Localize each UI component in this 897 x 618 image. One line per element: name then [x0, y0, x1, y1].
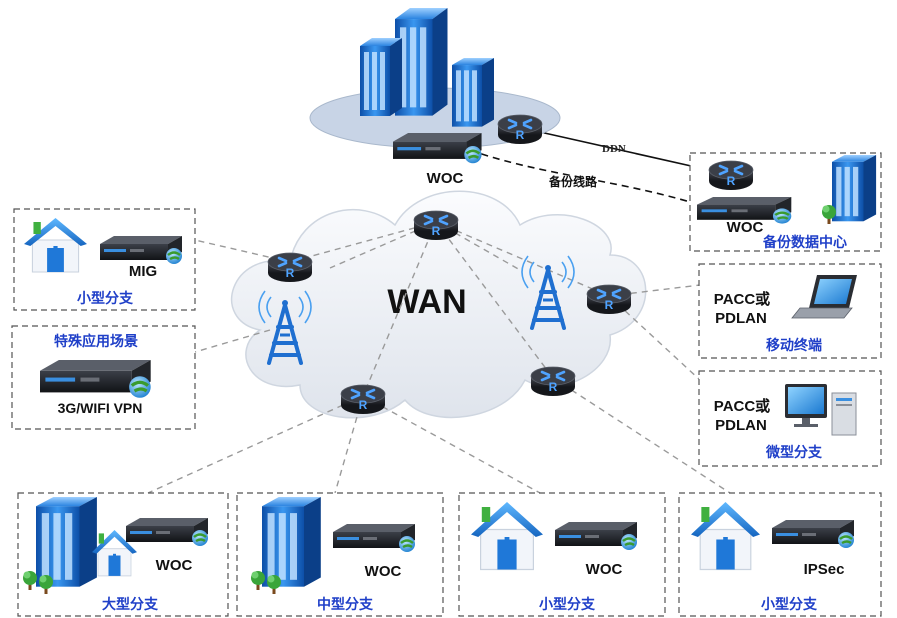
wan-cloud: WAN — [231, 190, 647, 419]
small-branch-ipsec-title: 小型分支 — [761, 596, 818, 613]
3g-wifi-vpn-label: 3G/WIFI VPN — [58, 400, 143, 416]
wan-router-left-icon — [266, 251, 314, 284]
large-woc-label: WOC — [156, 557, 193, 574]
laptop-icon — [791, 275, 857, 319]
medium-woc-server-icon — [331, 522, 417, 554]
small-branch-woc: WOC 小型分支 — [470, 501, 639, 613]
small-branch-woc-title: 小型分支 — [539, 596, 596, 613]
backup-router-icon — [707, 159, 755, 192]
wan-router-bottom-left-icon — [339, 383, 387, 416]
wan-router-top-icon — [412, 209, 460, 242]
hq-links: DDN 备份线路 — [469, 131, 701, 206]
ipsec-label: IPSec — [804, 561, 845, 578]
wan-router-bottom-right-icon — [529, 365, 577, 398]
medium-branch-title: 中型分支 — [317, 596, 374, 613]
backup-data-center: WOC 备份数据中心 — [695, 155, 877, 251]
special-scenario: 特殊应用场景 3G/WIFI VPN — [38, 333, 153, 416]
large-woc-server-icon — [124, 516, 210, 548]
headquarters: WOC — [309, 8, 561, 187]
small-branch-ipsec: IPSec 小型分支 — [690, 501, 856, 613]
mobile-pacc-label: PACC或 — [714, 290, 770, 308]
large-building-icon — [36, 497, 97, 587]
micro-pdlan-label: PDLAN — [715, 417, 767, 434]
large-branch-title: 大型分支 — [102, 596, 159, 613]
small-woc-server-icon — [553, 520, 639, 552]
hq-woc-label: WOC — [427, 170, 464, 187]
desktop-pc-icon — [785, 384, 857, 436]
vpn-server-icon — [38, 358, 153, 400]
small-branch-mig: MIG 小型分支 — [23, 217, 184, 307]
backup-line-label: 备份线路 — [548, 174, 598, 189]
ddn-label: DDN — [602, 143, 626, 155]
medium-building-icon — [262, 497, 321, 587]
micro-pacc-label: PACC或 — [714, 397, 770, 415]
backup-building-icon — [832, 155, 877, 222]
special-scenario-title: 特殊应用场景 — [54, 333, 138, 350]
wan-label: WAN — [387, 283, 466, 321]
small-woc-label: WOC — [586, 561, 623, 578]
mig-label: MIG — [129, 263, 157, 280]
hq-woc-server-icon — [391, 131, 483, 165]
medium-branch: WOC 中型分支 — [251, 497, 417, 613]
small-branch-mig-title: 小型分支 — [77, 290, 134, 307]
hq-building-icon — [395, 8, 448, 116]
mobile-terminal-title: 移动终端 — [766, 337, 822, 354]
backup-woc-label: WOC — [727, 219, 764, 236]
micro-branch-title: 微型分支 — [765, 444, 823, 461]
hq-router-icon — [496, 113, 544, 146]
mobile-terminal: PACC或 PDLAN 移动终端 — [714, 275, 857, 354]
micro-branch: PACC或 PDLAN 微型分支 — [714, 384, 857, 461]
hq-building-left-icon — [360, 38, 402, 116]
mig-server-icon — [98, 234, 184, 266]
mobile-pdlan-label: PDLAN — [715, 310, 767, 327]
wan-router-right-icon — [585, 283, 633, 316]
ipsec-server-icon — [770, 518, 856, 550]
medium-woc-label: WOC — [365, 563, 402, 580]
backup-dc-title: 备份数据中心 — [762, 234, 847, 251]
large-branch: WOC 大型分支 — [23, 497, 210, 613]
hq-building-right-icon — [452, 58, 494, 127]
